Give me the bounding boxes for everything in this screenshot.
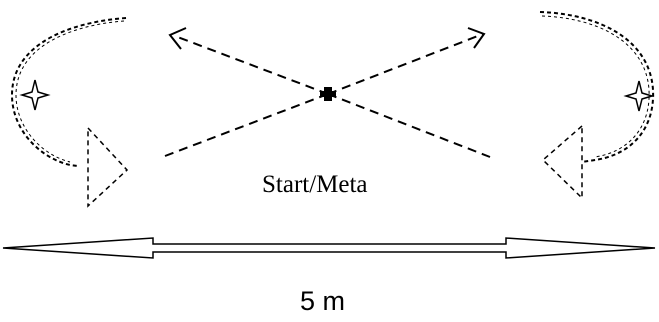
- distance-label: 5 m: [300, 286, 346, 316]
- right-loop-path-shadow: [541, 15, 650, 158]
- distance-double-arrow-icon: [2, 237, 656, 259]
- left-loop-path: [10, 17, 127, 167]
- arrowhead-top-right-icon: [467, 27, 486, 49]
- left-loop-arrowhead-icon: [87, 126, 129, 208]
- start-marker-icon: [320, 87, 336, 101]
- left-cone-star-icon: [19, 79, 51, 111]
- path-to-top-right: [327, 33, 484, 95]
- arrowhead-top-left-icon: [168, 27, 187, 50]
- right-cone-star-icon: [623, 80, 655, 112]
- start-finish-label: Start/Meta: [262, 171, 368, 198]
- path-to-top-left: [164, 93, 329, 157]
- path-top-left-segment: [174, 35, 329, 95]
- path-bottom-right-segment: [327, 93, 491, 158]
- right-loop-arrowhead-icon: [541, 124, 583, 200]
- right-loop-path: [539, 11, 655, 163]
- left-loop-path-shadow: [15, 20, 125, 163]
